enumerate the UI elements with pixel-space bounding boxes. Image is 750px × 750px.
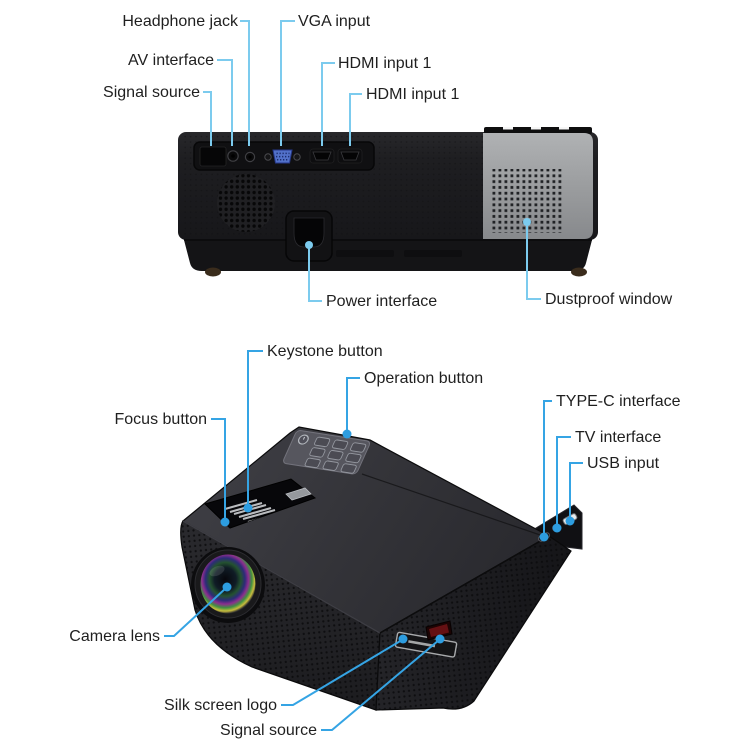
callout-line-silk-logo <box>281 639 403 706</box>
callout-line-usb <box>569 462 583 518</box>
callout-line-camera-lens <box>164 587 227 637</box>
hdmi-port-1 <box>309 148 335 164</box>
callout-dot-signal-source <box>435 634 445 644</box>
callout-line-vga-input <box>280 20 295 146</box>
label-signal-source: Signal source <box>103 84 200 101</box>
rear-foot-right <box>571 267 587 277</box>
callout-line-keystone <box>247 350 263 505</box>
base-vent <box>336 250 394 257</box>
label-silk-screen-logo: Silk screen logo <box>164 697 277 714</box>
callout-line-signal-source <box>203 91 212 146</box>
label-signal-source-front: Signal source <box>220 722 317 739</box>
callout-line-hdmi-1 <box>321 62 335 146</box>
callout-line-headphone-jack <box>240 20 250 146</box>
top-face-seam <box>361 473 547 538</box>
callout-dot-operation <box>342 429 352 439</box>
callout-line-hdmi-2 <box>349 93 362 146</box>
callout-line-focus <box>211 418 226 519</box>
callout-dot-usb <box>565 516 575 526</box>
keypad-button <box>327 450 344 461</box>
front-ir-window <box>425 620 453 641</box>
callout-line-dustproof-window <box>526 226 541 300</box>
callout-line-signal-source <box>321 639 440 731</box>
callout-dot-silk-logo <box>398 634 408 644</box>
callout-line-operation <box>346 377 360 431</box>
label-camera-lens: Camera lens <box>69 628 160 645</box>
edge-notch <box>503 127 513 130</box>
label-power-interface: Power interface <box>326 293 438 310</box>
label-vga-input: VGA input <box>298 13 371 30</box>
back-view-projector <box>178 127 598 277</box>
label-hdmi-input-2: HDMI input 1 <box>366 86 460 103</box>
callout-dot-keystone <box>243 503 253 513</box>
ir-signal-window <box>199 146 227 167</box>
label-focus-button: Focus button <box>114 411 208 428</box>
keypad-button <box>309 447 326 458</box>
callout-dot-power <box>305 241 313 249</box>
callout-line-type-c <box>543 400 552 534</box>
power-icon <box>302 436 306 440</box>
callout-dots <box>220 429 575 644</box>
label-tv-interface: TV interface <box>575 429 662 446</box>
front-view-projector <box>180 426 583 711</box>
keypad-button <box>304 457 321 469</box>
rear-foot-left <box>205 267 221 277</box>
keypad-button <box>345 452 362 464</box>
callout-dot-camera-lens <box>222 582 232 592</box>
label-headphone-jack: Headphone jack <box>122 13 238 30</box>
label-hdmi-input-1: HDMI input 1 <box>338 55 432 72</box>
callout-dot-tv <box>552 523 562 533</box>
front-edge-highlight <box>182 520 381 634</box>
keypad-button <box>332 439 349 450</box>
keypad-button <box>314 436 331 448</box>
callout-dot-type-c <box>539 532 549 542</box>
callout-dot-dustproof <box>523 218 531 226</box>
keypad-button <box>322 460 339 471</box>
keypad-button <box>350 442 367 453</box>
callout-line-power-interface <box>308 248 322 302</box>
logo-text <box>408 640 436 648</box>
edge-notch <box>531 127 541 130</box>
speaker-grille-dots <box>217 174 275 232</box>
hdmi-port-2 <box>337 148 363 164</box>
edge-notch <box>559 127 569 130</box>
rear-port-panel <box>193 141 375 171</box>
right-edge-seam <box>379 535 550 634</box>
callout-line-av-interface <box>217 59 233 146</box>
lens-highlight <box>209 565 225 577</box>
label-usb-input: USB input <box>587 455 660 472</box>
label-type-c-interface: TYPE-C interface <box>556 393 681 410</box>
front-view-callout-lines <box>164 350 583 731</box>
keypad-buttons <box>304 436 367 474</box>
label-dustproof-window: Dustproof window <box>545 291 673 308</box>
back-view-callout-lines <box>203 20 541 302</box>
base-vent <box>404 250 462 257</box>
label-keystone-button: Keystone button <box>267 343 383 360</box>
vga-port <box>264 149 301 164</box>
callout-line-tv <box>556 436 571 525</box>
keystone-knob <box>285 487 312 501</box>
keypad-button <box>340 463 357 474</box>
callout-dot-focus <box>220 517 230 527</box>
label-av-interface: AV interface <box>128 52 214 69</box>
keypad-panel <box>283 430 371 475</box>
label-operation-button: Operation button <box>364 370 484 387</box>
